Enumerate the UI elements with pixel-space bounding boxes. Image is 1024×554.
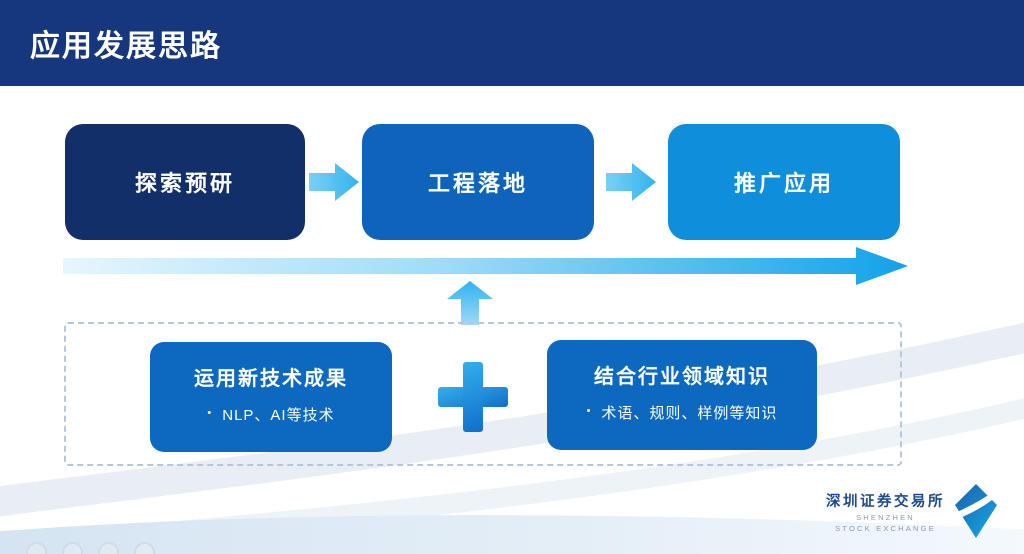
flow-step-explore: 探索预研 [65,124,305,240]
control-icon-2[interactable] [62,542,83,554]
foundation-box-domain-bullet-text: 术语、规则、样例等知识 [601,405,778,422]
plus-icon [438,362,508,432]
foundation-box-tech-bullet: • NLP、AI等技术 [150,404,392,425]
foundation-box-tech: 运用新技术成果 • NLP、AI等技术 [150,342,392,452]
flow-step-engineering-label: 工程落地 [427,171,528,196]
baseline-arrow-icon [63,247,908,285]
bullet-marker: • [586,405,592,417]
title-bar: 应用发展思路 [0,0,1024,86]
arrow-up-icon [447,281,493,325]
logo-name-cn: 深圳证券交易所 [826,493,945,510]
szse-logo-text: 深圳证券交易所 SHENZHEN STOCK EXCHANGE [826,490,945,533]
bullet-marker: • [207,407,213,419]
flow-step-explore-label: 探索预研 [134,171,235,196]
control-icon-1[interactable] [26,542,47,554]
plus-bar-vertical [463,362,483,432]
control-icon-4[interactable] [134,542,155,554]
presentation-controls[interactable] [26,542,155,554]
foundation-panel: 运用新技术成果 • NLP、AI等技术 结合行业领域知识 • 术语、规则、样例等… [64,322,902,466]
foundation-box-tech-bullet-text: NLP、AI等技术 [222,407,335,424]
flow-step-promotion: 推广应用 [668,124,900,240]
szse-logo-icon [954,483,998,539]
control-icon-3[interactable] [98,542,119,554]
slide-title: 应用发展思路 [30,30,222,63]
foundation-box-domain: 结合行业领域知识 • 术语、规则、样例等知识 [547,340,817,450]
logo-name-en-2: STOCK EXCHANGE [835,523,936,533]
arrow-right-icon-1 [309,161,359,203]
foundation-box-domain-bullet: • 术语、规则、样例等知识 [547,402,817,423]
foundation-box-tech-title: 运用新技术成果 [194,368,348,390]
flow-step-engineering: 工程落地 [362,124,594,240]
arrow-right-icon-2 [606,161,656,203]
logo-name-en-1: SHENZHEN [856,512,915,522]
szse-logo: 深圳证券交易所 SHENZHEN STOCK EXCHANGE [826,483,998,539]
flow-step-promotion-label: 推广应用 [733,171,834,196]
foundation-box-domain-title: 结合行业领域知识 [594,366,770,388]
